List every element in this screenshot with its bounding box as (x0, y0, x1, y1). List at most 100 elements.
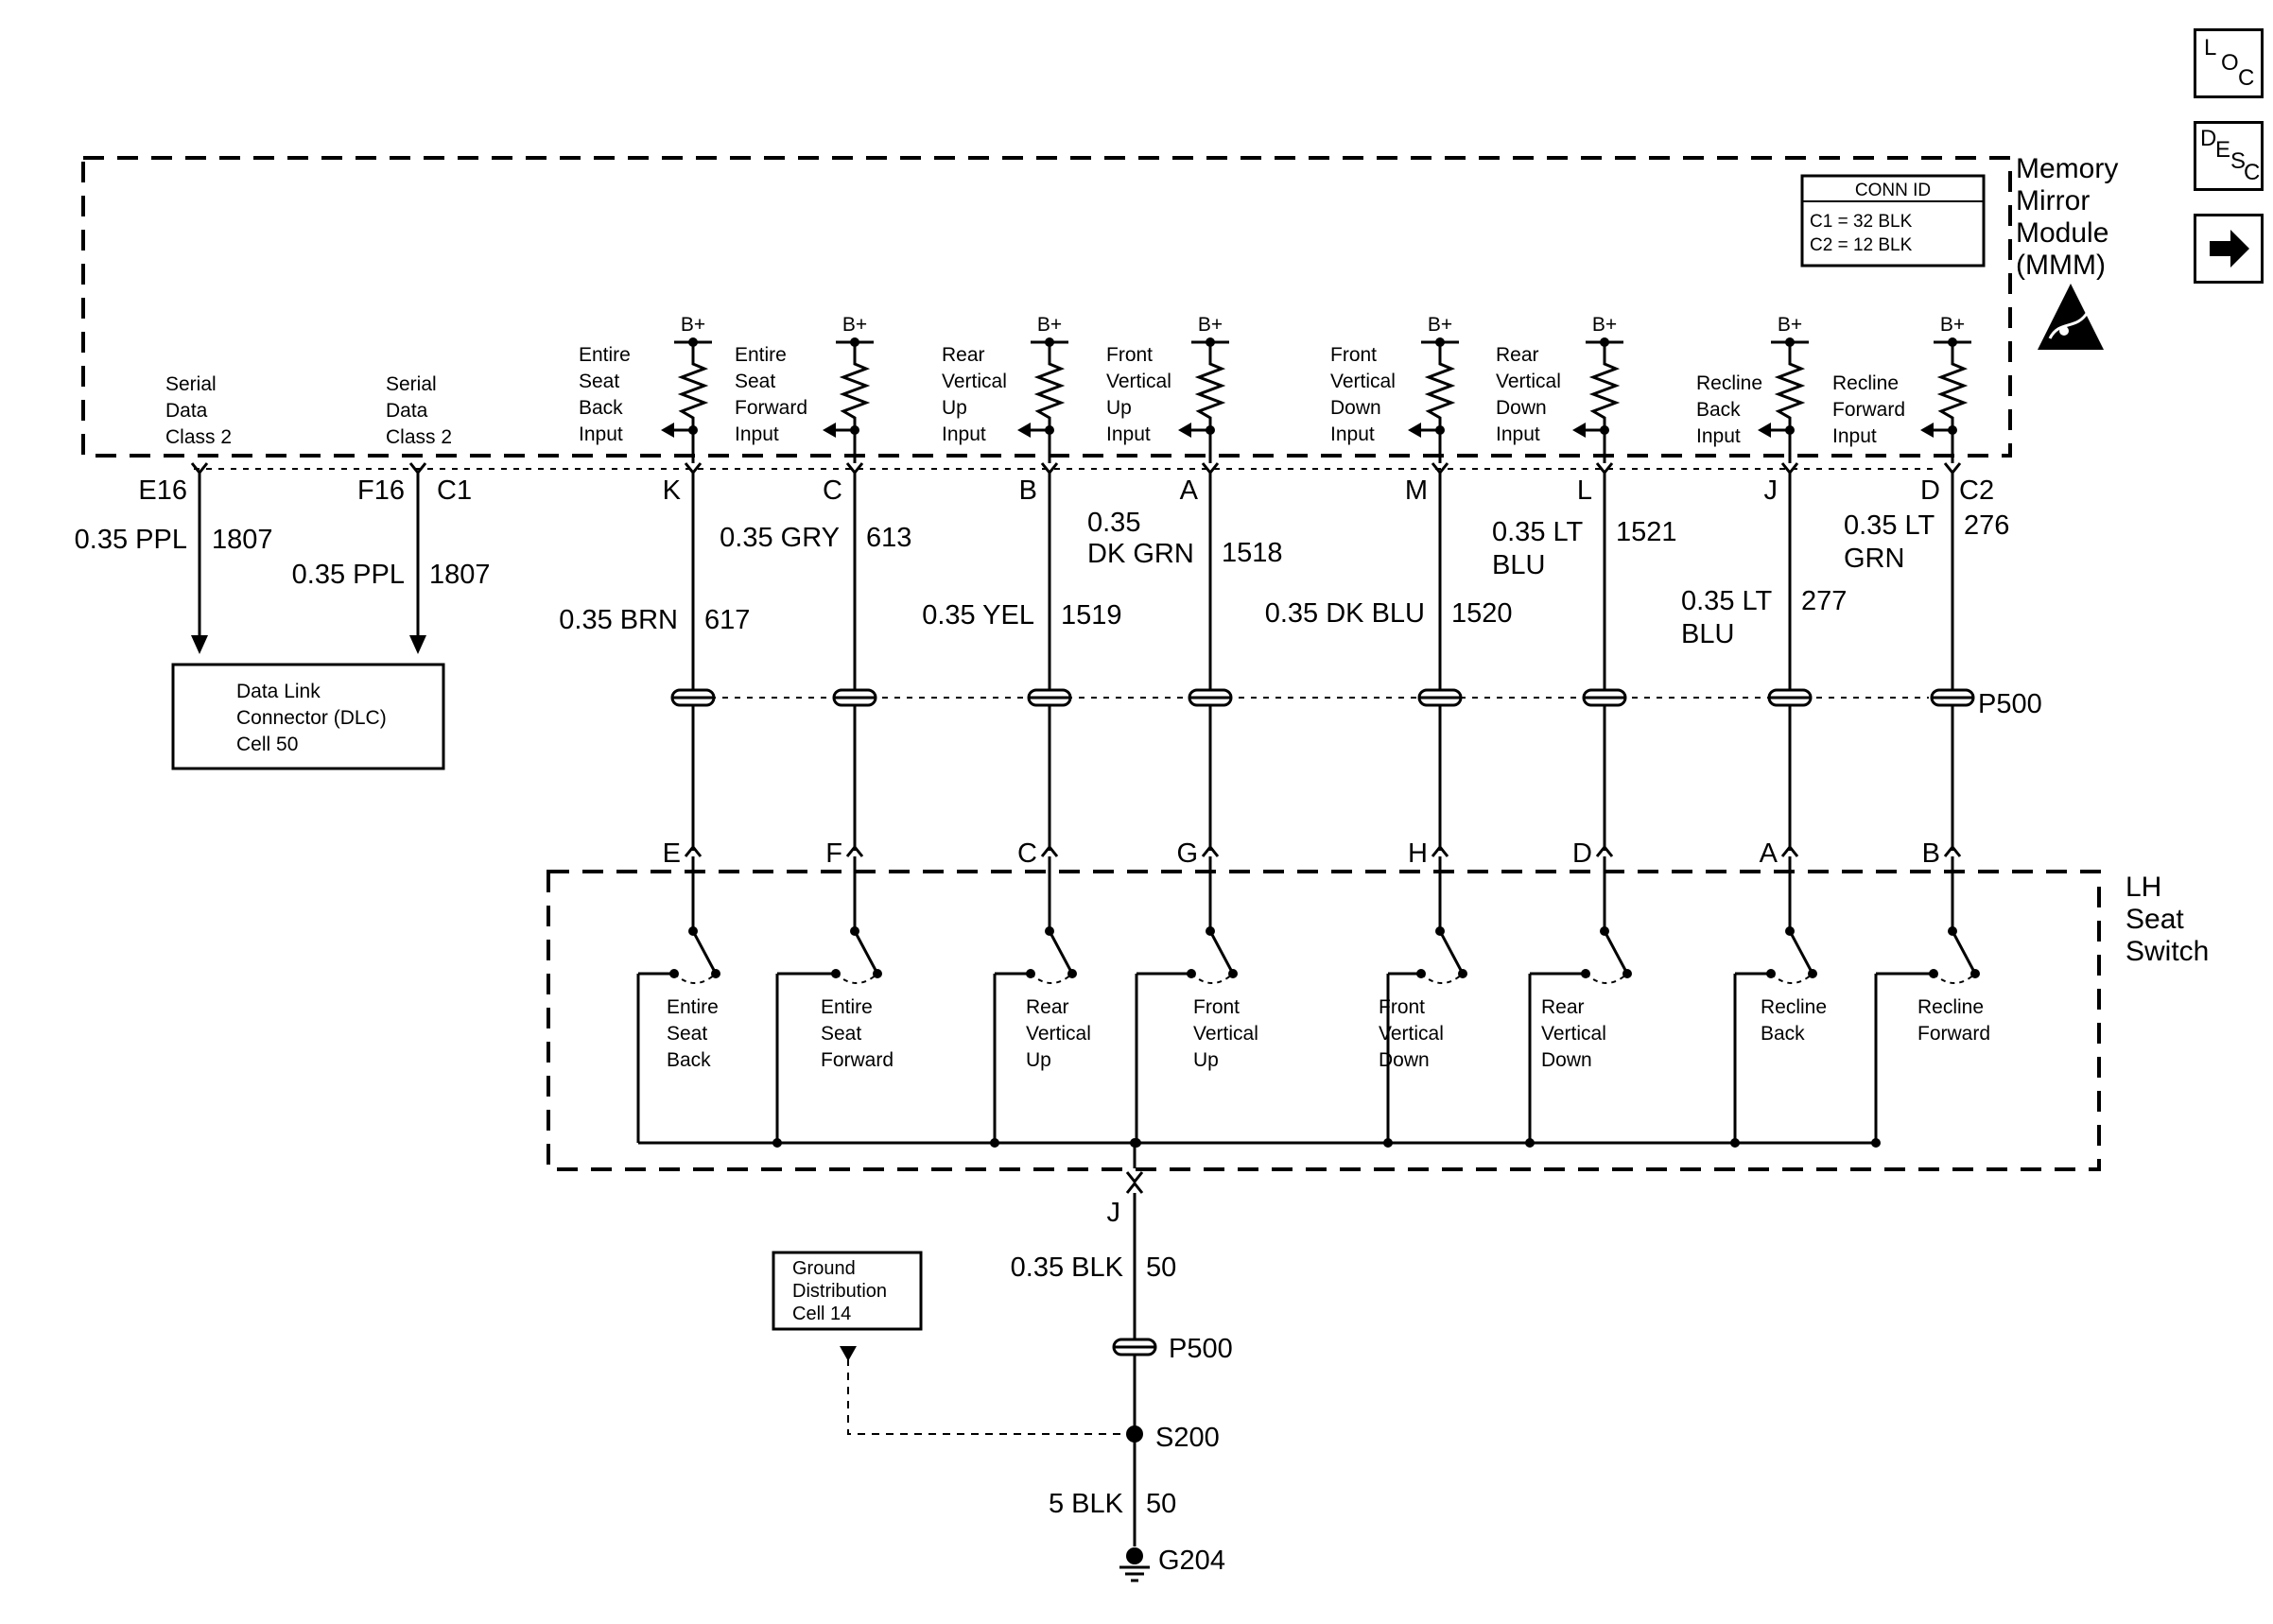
dlc-line-3: Cell 50 (236, 734, 298, 755)
serial-1-pin: E16 (138, 475, 187, 506)
circuit-number-label: 277 (1801, 586, 1847, 616)
pull-up-resistor (1588, 342, 1621, 463)
switch-contact-1 (1622, 969, 1632, 978)
switch-label-line: Forward (821, 1049, 894, 1071)
top-pin-label: C (823, 475, 842, 506)
bottom-pin-mark (1780, 844, 1799, 857)
serial-2-label-1: Serial (386, 373, 437, 395)
c2-connector-label: C2 (1959, 475, 1994, 506)
ground-point-dot (1126, 1547, 1143, 1564)
input-label-line: Input (1696, 425, 1741, 447)
wire-color-label: 0.35 LT (1492, 517, 1583, 547)
wire-color-label: 0.35 BRN (559, 605, 678, 635)
input-label-line: Input (579, 423, 623, 445)
seat-switch-name: LH Seat Switch (2126, 872, 2209, 967)
input-label-line: Seat (735, 371, 775, 392)
b-plus-label: B+ (1592, 314, 1617, 336)
ground-pin-mark-top (1125, 1171, 1144, 1184)
switch-contact-1 (1228, 969, 1238, 978)
wire-color-label-2: BLU (1681, 619, 1734, 649)
switch-label-line: Back (667, 1049, 711, 1071)
input-label-line: Input (942, 423, 986, 445)
serial-1-label-2: Data (165, 400, 208, 422)
switch-label-line: Recline (1761, 996, 1827, 1018)
ground-circuit-1: 50 (1146, 1253, 1176, 1283)
circuit-number-label: 1518 (1222, 538, 1283, 568)
loc-button[interactable]: L O C (2194, 28, 2264, 98)
bottom-pin-label: F (825, 838, 842, 869)
top-pin-label: D (1920, 475, 1940, 506)
input-label-line: Input (1106, 423, 1151, 445)
switch-travel-arc (673, 973, 717, 984)
loc-letter-o: O (2221, 50, 2239, 76)
bottom-pin-mark (1201, 844, 1220, 857)
arrow-right-icon (2210, 230, 2249, 268)
switch-contact-1 (873, 969, 882, 978)
wire-color-label: 0.35 (1087, 508, 1140, 538)
wire-color-label: 0.35 DK BLU (1265, 598, 1425, 629)
top-pin-label: K (663, 475, 682, 506)
input-arrow-icon (1920, 423, 1934, 438)
input-label-line: Vertical (1330, 371, 1396, 392)
input-label-line: Rear (1496, 344, 1539, 366)
bottom-pin-label: G (1176, 838, 1198, 869)
serial-data-circuits: Serial Data Class 2 Serial Data Class 2 … (75, 373, 491, 770)
input-label-line: Entire (579, 344, 631, 366)
ground-circuit-2: 50 (1146, 1489, 1176, 1519)
desc-letter-e: E (2215, 137, 2231, 163)
switch-label-line: Entire (821, 996, 873, 1018)
ground-ref-line-3: Cell 14 (792, 1304, 851, 1324)
svg-text:Module: Module (2016, 217, 2108, 249)
input-label-line: Rear (942, 344, 985, 366)
switch-travel-arc (1585, 973, 1628, 984)
top-pin-mark (845, 462, 864, 475)
wire-color-label-2: DK GRN (1087, 539, 1194, 569)
input-arrow-icon (1178, 423, 1191, 438)
svg-text:Memory: Memory (2016, 153, 2118, 184)
ground-wire-2: 5 BLK (1049, 1489, 1124, 1519)
pull-up-resistor (1033, 342, 1066, 463)
desc-button[interactable]: D E S C (2194, 121, 2264, 191)
ground-pin: J (1107, 1198, 1121, 1228)
input-arrow-icon (1758, 423, 1771, 438)
svg-text:Seat: Seat (2126, 904, 2184, 935)
module-name: Memory Mirror Module (MMM) (2016, 153, 2118, 281)
switch-label-line: Seat (821, 1023, 861, 1045)
desc-letter-s: S (2230, 148, 2247, 174)
b-plus-label: B+ (1037, 314, 1062, 336)
input-label-line: Back (1696, 399, 1741, 421)
pull-up-resistor (1936, 342, 1969, 463)
switch-label-line: Rear (1541, 996, 1585, 1018)
switch-blade (691, 930, 718, 975)
b-plus-label: B+ (1198, 314, 1223, 336)
switch-blade (1208, 930, 1235, 975)
switch-blade (853, 930, 879, 975)
bottom-pin-mark (1040, 844, 1059, 857)
serial-1-arrow-icon (191, 635, 208, 654)
serial-2-wire: 0.35 PPL (292, 560, 405, 590)
switch-travel-arc (1770, 973, 1813, 984)
input-label-line: Down (1330, 397, 1381, 419)
desc-letter-d: D (2200, 126, 2217, 151)
serial-1-label-1: Serial (165, 373, 217, 395)
dlc-line-2: Connector (DLC) (236, 707, 387, 729)
circuit-number-label: 1519 (1061, 600, 1122, 631)
switch-label-line: Up (1026, 1049, 1051, 1071)
switch-contact-1 (711, 969, 720, 978)
next-button[interactable] (2194, 214, 2264, 284)
ground-ref-line-2: Distribution (792, 1281, 887, 1302)
dlc-line-1: Data Link (236, 681, 321, 702)
ground-wire-1: 0.35 BLK (1011, 1253, 1124, 1283)
circuit-number-label: 613 (866, 523, 911, 553)
switch-label-line: Vertical (1541, 1023, 1606, 1045)
svg-text:(MMM): (MMM) (2016, 250, 2106, 281)
switch-label-line: Up (1193, 1049, 1219, 1071)
switch-label-line: Forward (1917, 1023, 1990, 1045)
bottom-pin-label: H (1408, 838, 1428, 869)
